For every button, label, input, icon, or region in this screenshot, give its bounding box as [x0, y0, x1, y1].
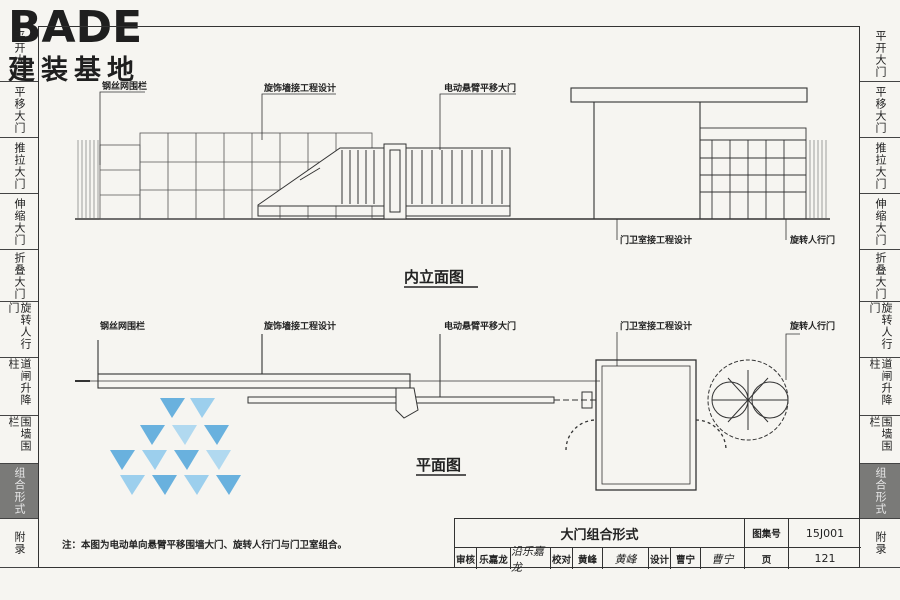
- left-tab-10[interactable]: 附录: [0, 519, 38, 568]
- left-tab-label: 折叠大门: [13, 251, 26, 300]
- right-tab-3[interactable]: 推拉大门: [860, 138, 900, 194]
- watermark-triangles: [110, 398, 241, 495]
- right-tab-1[interactable]: 平开大门: [860, 26, 900, 82]
- elev-label-fence: 钢丝网围栏: [102, 80, 147, 92]
- right-tab-label: 平开大门: [874, 29, 887, 78]
- left-index-tabs: 平开大门平移大门推拉大门伸缩大门折叠大门旋转人行门道闸升降柱围墙围栏组合形式附录: [0, 26, 38, 568]
- right-tab-7[interactable]: 道闸升降柱: [860, 358, 900, 416]
- left-tab-label: 附录: [13, 531, 26, 555]
- plan-title: 平面图: [416, 456, 461, 474]
- right-tab-label: 推拉大门: [874, 141, 887, 190]
- plan-label-sliding-gate: 电动悬臂平移大门: [444, 320, 516, 332]
- right-tab-label: 组合形式: [874, 467, 887, 515]
- reviewer: 乐嘉龙: [477, 548, 511, 569]
- atlas-no-label: 图集号: [745, 519, 789, 548]
- page-label: 页: [745, 548, 789, 569]
- left-tab-8[interactable]: 围墙围栏: [0, 416, 38, 464]
- elev-label-guard-room: 门卫室接工程设计: [620, 234, 692, 246]
- drawing-title: 大门组合形式: [455, 519, 745, 548]
- atlas-no: 15J001: [789, 519, 861, 548]
- plan-guard-room: [565, 332, 727, 491]
- left-tab-label: 推拉大门: [13, 141, 26, 190]
- right-tab-10[interactable]: 附录: [860, 519, 900, 568]
- left-tab-label: 平开大门: [13, 29, 26, 78]
- left-tab-label: 道闸升降柱: [7, 358, 32, 406]
- logo-brand: BADE: [8, 2, 143, 53]
- reviewer-signature: 沿乐嘉龙: [511, 545, 551, 574]
- design-label: 设计: [649, 548, 671, 569]
- plan-label-guard-room: 门卫室接工程设计: [620, 320, 692, 332]
- elevation-turnstile: [699, 127, 807, 220]
- designer: 曹宁: [671, 548, 701, 569]
- plan-label-turnstile: 旋转人行门: [789, 320, 835, 332]
- elevation-sliding-gate: [257, 143, 511, 220]
- elevation-fence: [77, 140, 99, 219]
- left-tab-6[interactable]: 旋转人行门: [0, 302, 38, 358]
- left-tab-9[interactable]: 组合形式: [0, 464, 38, 519]
- check-label: 校对: [551, 548, 573, 569]
- left-tab-label: 平移大门: [13, 85, 26, 134]
- page-number: 121: [814, 552, 836, 565]
- elev-label-turnstile: 旋转人行门: [789, 234, 835, 246]
- right-tab-label: 平移大门: [874, 85, 887, 134]
- plan-label-decor-wall: 旋饰墙接工程设计: [263, 320, 336, 332]
- right-tab-8[interactable]: 围墙围栏: [860, 416, 900, 464]
- title-block: 大门组合形式 图集号 15J001 审核 乐嘉龙 沿乐嘉龙 校对 黄峰 黄峰 设…: [454, 518, 861, 574]
- drawing-note: 注：本图为电动单向悬臂平移围墙大门、旋转人行门与门卫室组合。: [62, 540, 348, 551]
- right-tab-label: 围墙围栏: [868, 416, 893, 452]
- designer-signature: 曹宁: [701, 548, 745, 569]
- elev-label-decor-wall: 旋饰墙接工程设计: [263, 82, 336, 94]
- left-tab-label: 旋转人行门: [7, 302, 32, 350]
- right-tab-label: 旋转人行门: [868, 302, 893, 350]
- right-index-tabs: 平开大门平移大门推拉大门伸缩大门折叠大门旋转人行门道闸升降柱围墙围栏组合形式附录: [860, 26, 900, 568]
- right-tab-5[interactable]: 折叠大门: [860, 250, 900, 302]
- logo-tagline: 建装基地: [8, 55, 140, 86]
- checker: 黄峰: [573, 548, 603, 569]
- left-tab-label: 组合形式: [13, 467, 26, 515]
- right-tab-6[interactable]: 旋转人行门: [860, 302, 900, 358]
- elevation-guard-room: [570, 87, 808, 219]
- drawing-frame: [38, 26, 860, 568]
- left-tab-4[interactable]: 伸缩大门: [0, 194, 38, 250]
- checker-signature: 黄峰: [603, 548, 649, 569]
- left-tab-2[interactable]: 平移大门: [0, 82, 38, 138]
- review-label: 审核: [455, 548, 477, 569]
- right-tab-label: 折叠大门: [874, 251, 887, 300]
- left-tab-label: 围墙围栏: [7, 416, 32, 452]
- left-tab-5[interactable]: 折叠大门: [0, 250, 38, 302]
- bade-logo: BADE 建装基地: [4, 2, 180, 86]
- right-tab-label: 道闸升降柱: [868, 358, 893, 406]
- right-tab-4[interactable]: 伸缩大门: [860, 194, 900, 250]
- elev-label-sliding-gate: 电动悬臂平移大门: [444, 82, 516, 94]
- plan-wall: [97, 334, 411, 389]
- elevation-title: 内立面图: [404, 268, 464, 286]
- right-tab-9[interactable]: 组合形式: [860, 464, 900, 519]
- right-tab-label: 附录: [874, 531, 887, 555]
- plan-sliding-gate: [247, 334, 596, 419]
- left-tab-3[interactable]: 推拉大门: [0, 138, 38, 194]
- left-tab-label: 伸缩大门: [13, 197, 26, 246]
- plan-turnstile: [707, 333, 800, 441]
- left-tab-1[interactable]: 平开大门: [0, 26, 38, 82]
- left-tab-7[interactable]: 道闸升降柱: [0, 358, 38, 416]
- plan-label-fence: 钢丝网围栏: [100, 320, 145, 332]
- right-tab-label: 伸缩大门: [874, 197, 887, 246]
- right-tab-2[interactable]: 平移大门: [860, 82, 900, 138]
